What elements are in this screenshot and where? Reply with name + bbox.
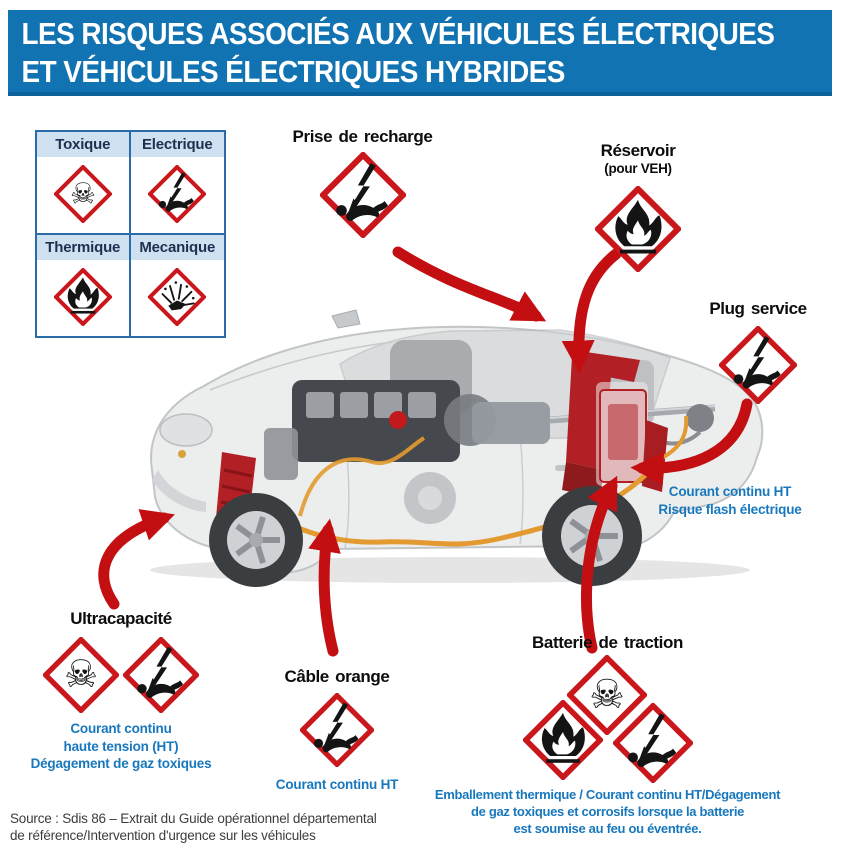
car-headlamp <box>159 413 213 447</box>
note-plug-service: Courant continu HT Risque flash électriq… <box>637 483 823 518</box>
note-line: de gaz toxiques et corrosifs lorsque la … <box>470 804 745 819</box>
callout-batterie-de-traction: Batterie de traction ☠ Emballement therm… <box>425 633 790 837</box>
electrocution-icon <box>613 703 693 783</box>
callout-title: Batterie de traction <box>532 633 683 652</box>
arrow-plug-service <box>630 398 753 486</box>
arrow-batterie-traction <box>581 475 618 654</box>
callout-subtitle: (pour VEH) <box>604 161 672 176</box>
ghs-flame-pictogram <box>523 700 603 780</box>
car-front-grille <box>152 470 206 512</box>
ghs-electrocution-pictogram <box>613 703 693 783</box>
title-line-1: LES RISQUES ASSOCIÉS AUX VÉHICULES ÉLECT… <box>21 16 775 51</box>
legend-label: Mecanique <box>130 235 224 260</box>
source-line-2: de référence/Intervention d'urgence sur … <box>10 828 316 843</box>
car-mirror <box>331 309 361 329</box>
note-line: Emballement thermique / Courant continu … <box>434 787 781 802</box>
note-line: haute tension (HT) <box>63 738 179 754</box>
title-line-2: ET VÉHICULES ÉLECTRIQUES HYBRIDES <box>21 54 566 89</box>
note-batterie: Emballement thermique / Courant continu … <box>425 786 790 837</box>
note-line: est soumise au feu ou éventrée. <box>513 821 702 836</box>
electrocution-icon <box>300 693 374 767</box>
callout-cable-orange: Câble orange Courant continu HT <box>263 667 411 794</box>
note-line: Courant continu HT <box>668 484 792 499</box>
flame-icon <box>595 186 681 272</box>
callout-plug-service: Plug service <box>688 299 828 409</box>
legend-cell-electrique: Electrique <box>130 132 224 235</box>
svg-text:☠: ☠ <box>64 652 98 696</box>
ghs-mechanical-projection-pictogram <box>148 268 207 326</box>
svg-text:☠: ☠ <box>70 176 96 210</box>
callout-ultracapacite: Ultracapacité ☠ Courant continu haute te… <box>28 609 214 773</box>
note-ultracapacite: Courant continu haute tension (HT) Dégag… <box>28 720 214 773</box>
note-line: Risque flash électrique <box>658 501 802 517</box>
ghs-skull-crossbones-pictogram: ☠ <box>43 637 119 713</box>
arrow-reservoir <box>561 248 622 374</box>
title-banner: LES RISQUES ASSOCIÉS AUX VÉHICULES ÉLECT… <box>8 10 832 96</box>
callout-arrows <box>98 246 753 657</box>
callout-title: Ultracapacité <box>70 609 172 628</box>
flame-icon <box>53 268 112 326</box>
legend-label: Thermique <box>37 235 129 260</box>
mechanical-projection-icon <box>148 268 207 326</box>
callout-title: Câble orange <box>284 667 390 686</box>
car-fog-lamp <box>178 450 186 458</box>
electrocution-icon <box>319 152 406 238</box>
legend-cell-mecanique: Mecanique <box>130 235 224 336</box>
callout-reservoir: Réservoir (pour VEH) <box>562 141 714 277</box>
hazard-legend-table: Toxique ☠ Electrique Thermique Mecanique <box>35 130 226 338</box>
arrow-cable-orange <box>308 518 341 657</box>
note-cable-orange: Courant continu HT <box>263 776 411 794</box>
source-credit: Source : Sdis 86 – Extrait du Guide opér… <box>10 810 377 844</box>
legend-label: Toxique <box>37 132 129 157</box>
skull-crossbones-icon: ☠ <box>53 165 112 223</box>
legend-cell-thermique: Thermique <box>37 235 131 336</box>
ghs-electrocution-pictogram <box>123 637 199 713</box>
note-line: Courant continu <box>70 721 172 736</box>
ghs-electrocution-pictogram <box>319 152 406 238</box>
ghs-skull-crossbones-pictogram: ☠ <box>53 165 112 223</box>
legend-cell-toxique: Toxique ☠ <box>37 132 131 235</box>
ghs-electrocution-pictogram <box>300 693 374 767</box>
electrocution-icon <box>123 637 199 713</box>
source-line-1: Source : Sdis 86 – Extrait du Guide opér… <box>10 811 377 826</box>
car-hood-crease <box>209 341 393 391</box>
svg-text:☠: ☠ <box>589 672 625 718</box>
legend-label: Electrique <box>130 132 224 157</box>
ghs-skull-crossbones-pictogram: ☠ <box>567 655 647 735</box>
ghs-flame-pictogram <box>595 186 681 272</box>
ghs-electrocution-pictogram <box>719 326 797 404</box>
note-line: Dégagement de gaz toxiques <box>30 756 212 771</box>
electrocution-icon <box>719 326 797 404</box>
callout-title: Prise de recharge <box>292 127 433 146</box>
callout-title: Plug service <box>709 299 807 318</box>
battery-pictogram-cluster: ☠ <box>425 655 790 785</box>
arrow-prise-de-recharge <box>392 246 547 322</box>
electrocution-icon <box>148 165 207 223</box>
ghs-electrocution-pictogram <box>148 165 207 223</box>
skull-crossbones-icon: ☠ <box>567 655 647 735</box>
note-line: Courant continu HT <box>275 777 399 792</box>
callout-title: Réservoir <box>600 141 676 160</box>
arrow-ultracapacite <box>98 509 175 610</box>
flame-icon <box>523 700 603 780</box>
skull-crossbones-icon: ☠ <box>43 637 119 713</box>
callout-prise-de-recharge: Prise de recharge <box>275 127 450 243</box>
front-wheel <box>209 493 303 587</box>
ghs-flame-pictogram <box>53 268 112 326</box>
